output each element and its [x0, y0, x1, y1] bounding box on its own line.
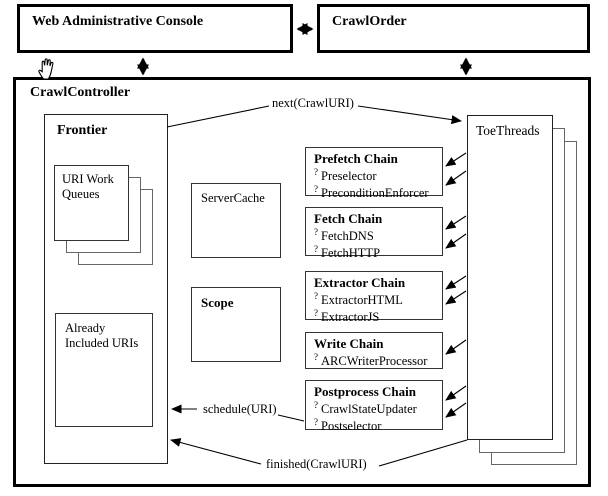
box-toe-threads: ToeThreads: [467, 115, 553, 440]
processor-item: ?Preselector: [314, 167, 434, 184]
box-server-cache: ServerCache: [191, 183, 281, 258]
processor-name: PreconditionEnforcer: [321, 185, 429, 200]
box-already-included-uris: Already Included URIs: [55, 313, 153, 427]
optional-marker: ?: [314, 307, 318, 318]
box-fetch-chain: Fetch Chain ?FetchDNS ?FetchHTTP: [305, 207, 443, 260]
crawl-order-label: CrawlOrder: [332, 14, 407, 29]
fetch-chain-title: Fetch Chain: [314, 211, 383, 226]
crawl-controller-label: CrawlController: [30, 85, 131, 100]
processor-name: FetchDNS: [321, 228, 374, 243]
optional-marker: ?: [314, 416, 318, 427]
hand-drag-icon: [36, 55, 60, 81]
processor-item: ?ExtractorJS: [314, 308, 434, 325]
box-crawl-order: CrawlOrder: [317, 4, 590, 53]
processor-name: ARCWriterProcessor: [321, 353, 428, 368]
uri-work-queues-label: URI Work Queues: [62, 172, 114, 201]
processor-name: ExtractorHTML: [321, 292, 403, 307]
edge-label-finished: finished(CrawlURI): [266, 457, 367, 471]
processor-name: Postselector: [321, 418, 382, 433]
optional-marker: ?: [314, 183, 318, 194]
already-included-uris-label: Already Included URIs: [65, 321, 139, 350]
optional-marker: ?: [314, 399, 318, 410]
prefetch-chain-title: Prefetch Chain: [314, 151, 398, 166]
processor-name: CrawlStateUpdater: [321, 401, 417, 416]
optional-marker: ?: [314, 226, 318, 237]
scope-label: Scope: [201, 295, 234, 310]
processor-item: ?FetchDNS: [314, 227, 434, 244]
box-write-chain: Write Chain ?ARCWriterProcessor: [305, 332, 443, 369]
box-uri-work-queues: URI Work Queues: [54, 165, 129, 241]
optional-marker: ?: [314, 243, 318, 254]
processor-name: Preselector: [321, 168, 377, 183]
optional-marker: ?: [314, 166, 318, 177]
processor-item: ?Postselector: [314, 417, 434, 434]
box-scope: Scope: [191, 287, 281, 362]
edge-label-next: next(CrawlURI): [272, 96, 354, 110]
edge-label-schedule: schedule(URI): [203, 402, 277, 416]
processor-item: ?CrawlStateUpdater: [314, 400, 434, 417]
frontier-label: Frontier: [57, 123, 108, 138]
optional-marker: ?: [314, 351, 318, 362]
processor-item: ?ExtractorHTML: [314, 291, 434, 308]
box-extractor-chain: Extractor Chain ?ExtractorHTML ?Extracto…: [305, 271, 443, 324]
box-postprocess-chain: Postprocess Chain ?CrawlStateUpdater ?Po…: [305, 380, 443, 433]
processor-item: ?ARCWriterProcessor: [314, 352, 434, 369]
processor-name: FetchHTTP: [321, 245, 381, 260]
toe-threads-label: ToeThreads: [476, 123, 540, 138]
write-chain-title: Write Chain: [314, 336, 384, 351]
processor-name: ExtractorJS: [321, 309, 380, 324]
processor-item: ?PreconditionEnforcer: [314, 184, 434, 201]
box-prefetch-chain: Prefetch Chain ?Preselector ?Preconditio…: [305, 147, 443, 200]
server-cache-label: ServerCache: [201, 191, 265, 205]
optional-marker: ?: [314, 290, 318, 301]
postprocess-chain-title: Postprocess Chain: [314, 384, 416, 399]
box-web-admin-console: Web Administrative Console: [17, 4, 293, 53]
extractor-chain-title: Extractor Chain: [314, 275, 406, 290]
processor-item: ?FetchHTTP: [314, 244, 434, 261]
web-admin-console-label: Web Administrative Console: [32, 14, 204, 29]
